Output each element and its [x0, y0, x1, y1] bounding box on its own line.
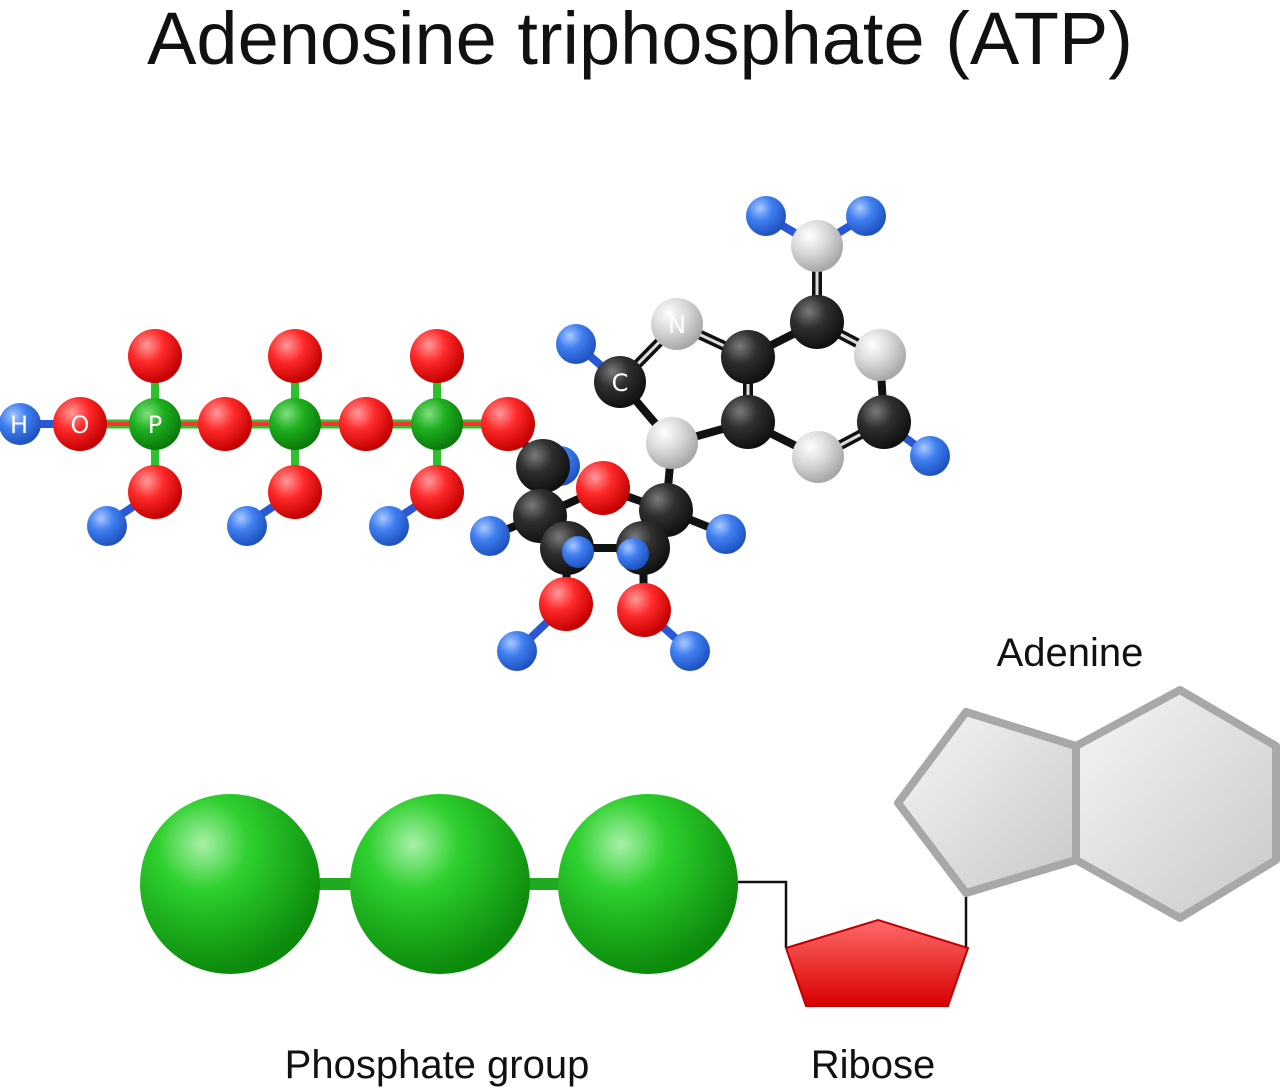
carbon-atom: [857, 395, 911, 449]
diagram-title: Adenosine triphosphate (ATP): [147, 0, 1133, 80]
atom-label-carbon: C: [612, 369, 629, 397]
molecule-atoms: [0, 196, 950, 671]
adenine-pentagon: [894, 708, 1080, 897]
phosphate-group-label: Phosphate group: [285, 1043, 590, 1087]
phosphate-sphere: [558, 794, 738, 974]
phosphate-ribose-connector: [738, 880, 788, 948]
oxygen-atom: [339, 397, 393, 451]
atom-label-hydrogen: H: [10, 411, 28, 439]
carbon-atom: [790, 295, 844, 349]
hydrogen-atom: [617, 538, 649, 570]
phosphate-sphere: [350, 794, 530, 974]
oxygen-atom: [198, 397, 252, 451]
carbon-atom: [594, 356, 646, 408]
nitrogen-atom: [646, 417, 698, 469]
ribose-pentagon: [784, 918, 970, 1007]
oxygen-atom: [128, 465, 182, 519]
phosphorus-atom: [129, 398, 181, 450]
adenine-label: Adenine: [997, 631, 1144, 675]
adenine-shape: [894, 686, 1280, 922]
oxygen-atom: [410, 465, 464, 519]
oxygen-atom: [268, 465, 322, 519]
atom-label-nitrogen: N: [668, 311, 686, 339]
hydrogen-atom: [746, 196, 786, 236]
nitrogen-atom: [792, 431, 844, 483]
hydrogen-atom: [910, 436, 950, 476]
oxygen-atom: [481, 397, 535, 451]
hydrogen-atom: [87, 506, 127, 546]
oxygen-atom: [128, 329, 182, 383]
phosphate-sphere: [140, 794, 320, 974]
hydrogen-atom: [556, 324, 596, 364]
hydrogen-atom: [0, 403, 41, 445]
carbon-atom: [721, 330, 775, 384]
hydrogen-atom: [846, 196, 886, 236]
phosphorus-atom: [269, 398, 321, 450]
oxygen-atom: [53, 397, 107, 451]
oxygen-atom: [576, 461, 630, 515]
oxygen-atom: [410, 329, 464, 383]
hydrogen-atom: [670, 631, 710, 671]
hydrogen-atom: [497, 631, 537, 671]
oxygen-atom: [268, 329, 322, 383]
atom-label-oxygen: O: [71, 411, 90, 439]
hydrogen-atom: [562, 536, 594, 568]
nitrogen-atom: [791, 220, 843, 272]
carbon-atom: [516, 439, 570, 493]
carbon-atom: [721, 395, 775, 449]
hydrogen-atom: [706, 514, 746, 554]
phosphorus-atom: [411, 398, 463, 450]
ribose-label: Ribose: [811, 1043, 936, 1087]
oxygen-atom: [617, 583, 671, 637]
atom-label-phosphorus: P: [148, 411, 162, 439]
nitrogen-atom: [854, 329, 906, 381]
hydrogen-atom: [470, 516, 510, 556]
hydrogen-atom: [369, 506, 409, 546]
adenine-hexagon: [1072, 686, 1280, 922]
nitrogen-atom: [651, 298, 703, 350]
oxygen-atom: [539, 577, 593, 631]
hydrogen-atom: [227, 506, 267, 546]
